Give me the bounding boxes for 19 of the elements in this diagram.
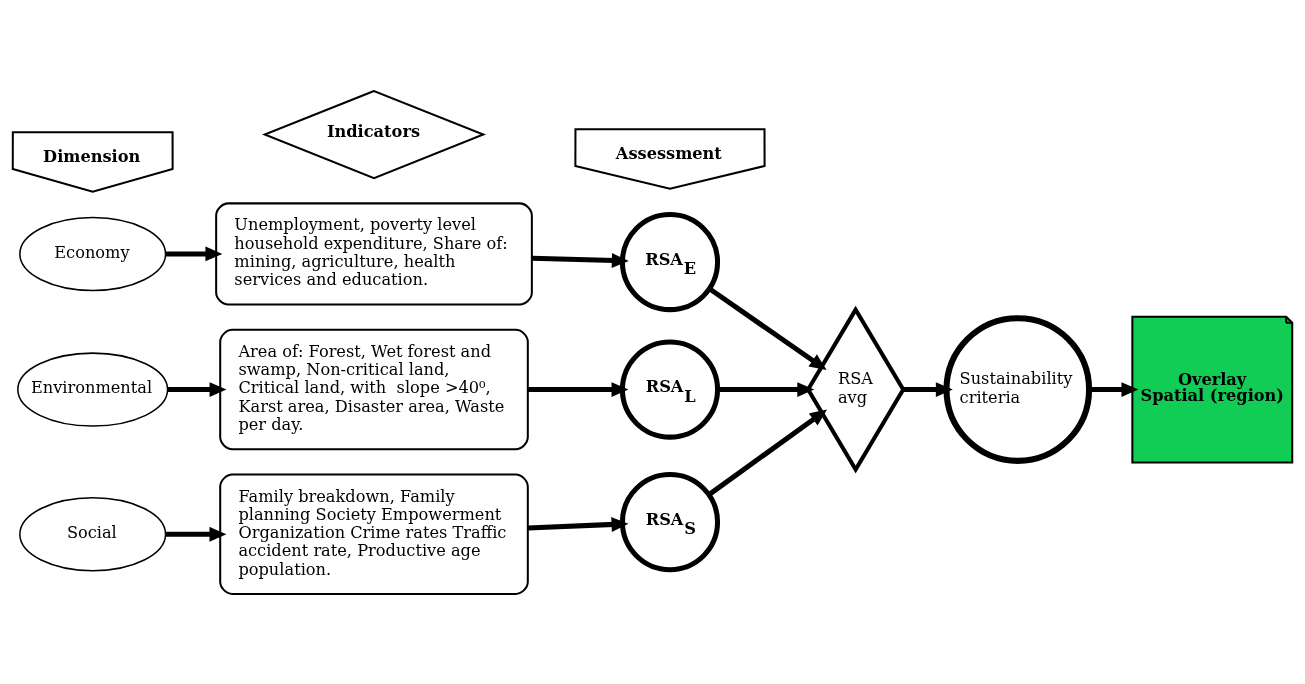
node-circle: Sustainability criteria [943, 314, 1093, 464]
arrow [903, 381, 953, 397]
arrow [1089, 381, 1139, 397]
arrow [165, 246, 223, 261]
arrow [707, 409, 827, 497]
node-box: Family breakdown, Family planning Society Empowerment Organization Crime rates Traffic accident rate, Productive age population. [219, 473, 529, 595]
node-ellipse: Economy [19, 216, 167, 291]
node-box: Unemployment, poverty level household expenditure, Share of: mining, agriculture, health services and education. [215, 201, 533, 306]
node-ellipse: Environmental [17, 351, 169, 427]
arrow [167, 381, 227, 397]
arrow [717, 381, 815, 397]
node-ellipse: Social [19, 496, 167, 571]
arrow [531, 252, 629, 268]
arrow [527, 516, 629, 532]
arrow [528, 381, 629, 397]
node-diamond: Indicators [262, 89, 487, 179]
node-box: Area of: Forest, Wet forest and swamp, Non-critical land, Critical land, with slope >40⁰, Karst area, Disaster area, Waste per day. [219, 328, 529, 450]
arrow [708, 286, 827, 370]
arrow [165, 526, 227, 542]
